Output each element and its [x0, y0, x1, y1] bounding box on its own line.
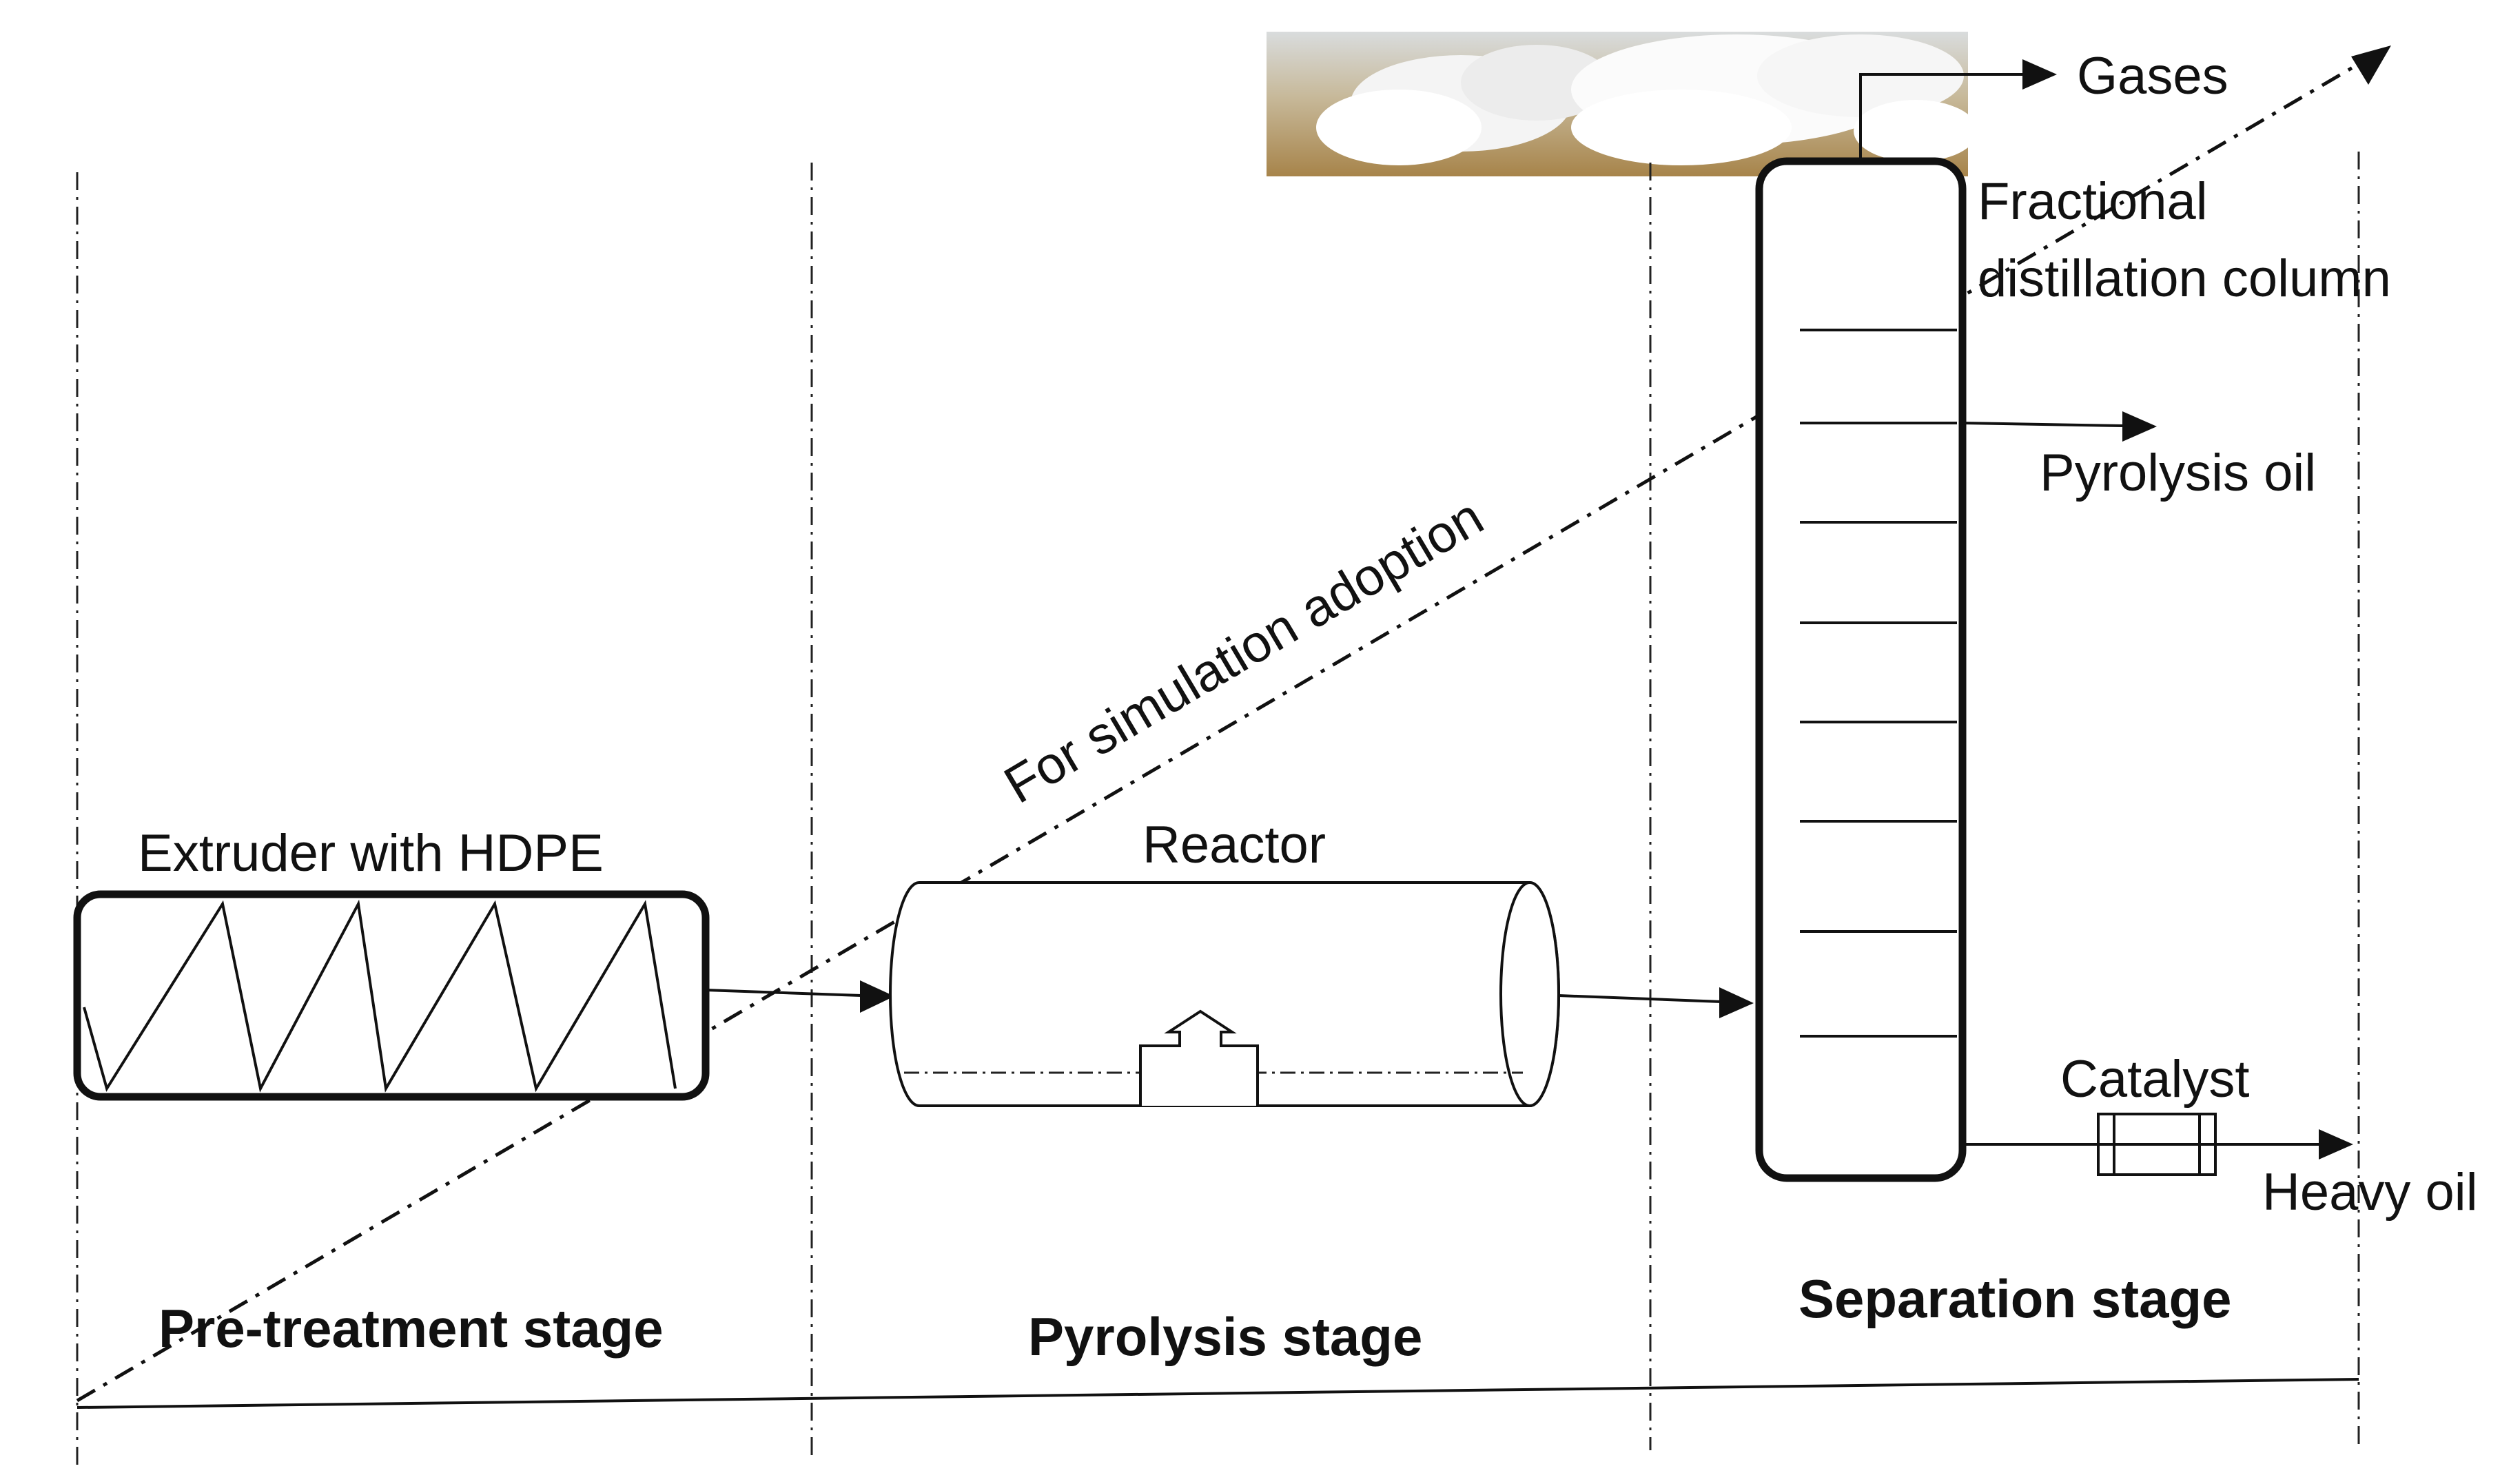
flow-line-reactor-column — [1558, 994, 1722, 1003]
extruder — [73, 890, 710, 1101]
flow-arrowhead — [860, 980, 894, 1013]
column-label: Fractional distillation column — [1978, 172, 2391, 308]
simulation-label: For simulation adoption — [994, 487, 1493, 814]
reactor — [889, 881, 1560, 1107]
stage-dividers — [76, 152, 2360, 1471]
gases-outlet-line — [1859, 73, 2022, 161]
gases-label: Gases — [2077, 47, 2228, 105]
smoke-image — [1267, 32, 1978, 176]
extruder-label: Extruder with HDPE — [138, 824, 604, 883]
stage-label-separation: Separation stage — [1798, 1268, 2232, 1329]
heavy-oil-arrowhead — [2319, 1129, 2353, 1160]
simulation-diagonal-line — [76, 46, 2387, 1403]
extruder-body — [73, 890, 710, 1101]
catalyst-bed — [2097, 1113, 2217, 1176]
flow-arrowhead — [1719, 987, 1754, 1018]
simulation-arrowhead — [2351, 45, 2391, 85]
reactor-end-cap — [1499, 881, 1560, 1107]
baseline — [76, 1378, 2359, 1409]
reactor-label: Reactor — [1142, 816, 1326, 874]
pyrolysis-oil-arrowhead — [2122, 411, 2157, 442]
pyrolysis-oil-label: Pyrolysis oil — [2040, 444, 2316, 502]
pyrolysis-oil-outlet-line — [1962, 422, 2123, 427]
catalyst-label: Catalyst — [2060, 1050, 2250, 1109]
flow-line-extruder-reactor — [705, 989, 862, 997]
stage-label-pyrolysis: Pyrolysis stage — [1028, 1306, 1422, 1367]
heavy-oil-label: Heavy oil — [2262, 1163, 2478, 1222]
heater-icon — [1139, 1009, 1259, 1106]
distillation-column — [1755, 157, 1967, 1182]
gases-arrowhead — [2022, 59, 2057, 90]
stage-label-pretreatment: Pre-treatment stage — [158, 1298, 664, 1359]
column-label-line-1: Fractional — [1978, 172, 2208, 231]
column-label-line-2: distillation column — [1978, 249, 2391, 308]
extruder-screw — [83, 899, 677, 1093]
column-body — [1755, 157, 1967, 1182]
